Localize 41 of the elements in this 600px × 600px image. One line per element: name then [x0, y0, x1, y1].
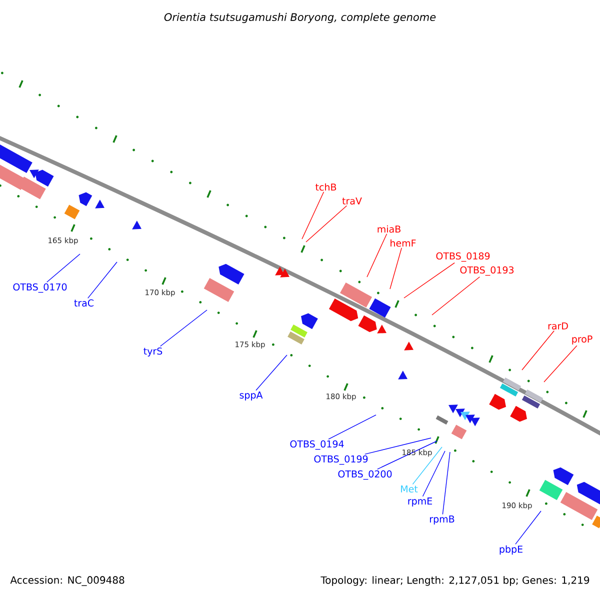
gene-label: tyrS	[144, 347, 162, 356]
gene-label: OTBS_0199	[314, 455, 368, 465]
leader-line	[544, 345, 578, 382]
gene-label: miaB	[378, 225, 400, 233]
leader-line	[46, 254, 80, 282]
gene-label: OTBS_0200	[338, 470, 392, 480]
gene-label: rpmB	[430, 516, 454, 524]
leader-line	[256, 354, 288, 391]
leader-line	[160, 310, 208, 347]
leader-line	[377, 440, 438, 470]
leader-line	[404, 262, 455, 298]
leader-line	[412, 446, 442, 485]
gene-label: rpmE	[408, 498, 432, 506]
gene-label: OTBS_0193	[460, 266, 514, 276]
leader-line	[302, 192, 324, 240]
footer-text: Accession: NC_009488	[10, 576, 124, 586]
gene-label: sppA	[240, 392, 263, 400]
leader-line	[422, 450, 446, 497]
footer-text: Topology: linear; Length: 2,127,051 bp; Genes: 1,219	[320, 576, 590, 586]
leader-line	[522, 330, 554, 370]
gene-label: hemF	[390, 239, 416, 247]
leader-line	[306, 205, 348, 242]
leader-line	[390, 248, 402, 290]
gene-label: proP	[572, 336, 592, 344]
leader-line	[364, 438, 432, 454]
gene-label: rarD	[548, 322, 568, 330]
leader-line	[515, 510, 542, 545]
leader-line	[442, 452, 450, 515]
gene-label: OTBS_0194	[290, 440, 344, 450]
gene-label: pbpE	[500, 545, 522, 555]
leader-line	[328, 414, 376, 440]
gene-label: tchB	[316, 183, 336, 191]
leader-line	[88, 262, 118, 299]
gene-label: traV	[342, 197, 362, 205]
gene-label: Met	[401, 485, 418, 493]
gene-label: traC	[74, 299, 94, 307]
leader-line	[432, 276, 480, 316]
gene-label: OTBS_0189	[436, 252, 490, 262]
leader-line	[366, 234, 388, 278]
title: Orientia tsutsugamushi Boryong, complete genome	[164, 12, 436, 24]
gene-label: OTBS_0170	[13, 283, 67, 293]
